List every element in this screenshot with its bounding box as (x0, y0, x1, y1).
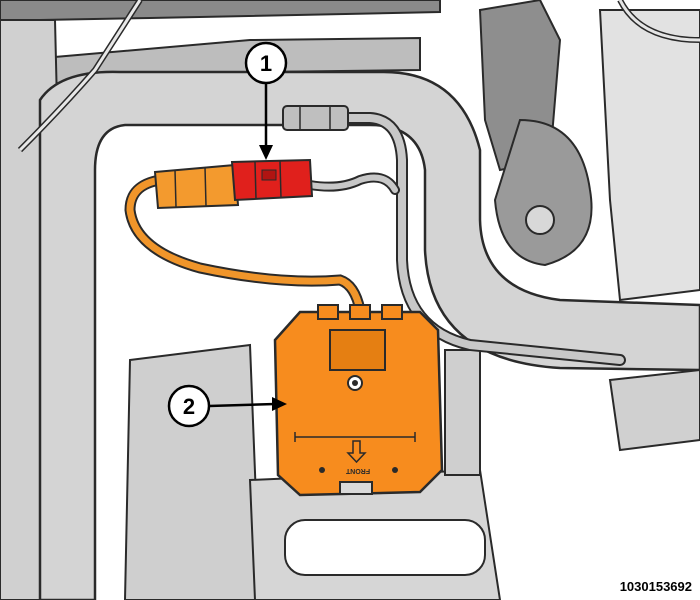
gray-inline-connector (282, 105, 349, 131)
front-arrow-icon (346, 440, 367, 464)
recliner-pivot (525, 205, 555, 235)
callout-2-arrow-icon (272, 397, 287, 411)
module-tab (349, 304, 371, 320)
callout-1: 1 (244, 41, 288, 160)
module-tab (317, 304, 339, 320)
orange-harness (126, 176, 364, 314)
lower-slot (284, 519, 486, 576)
module-tab (381, 304, 403, 320)
figure-id: 1030153692 (619, 579, 692, 594)
top-frame-shadow (0, 0, 441, 24)
callout-2-leader (208, 402, 276, 408)
right-lower-bracket (608, 368, 700, 452)
seat-module: FRONT (273, 304, 444, 497)
callout-1-arrow-icon (259, 145, 273, 160)
callout-2-number: 2 (183, 394, 195, 419)
connector-lock-tab (261, 169, 277, 181)
front-label: FRONT (345, 467, 370, 474)
callout-1-number: 1 (260, 51, 272, 76)
inner-plate-left (123, 343, 262, 600)
module-clip (339, 481, 373, 495)
module-housing (273, 310, 444, 497)
callout-2: 2 (167, 384, 287, 428)
recliner-mechanism (493, 118, 593, 267)
right-frame-panel (598, 9, 700, 302)
seat-frame-tube (38, 70, 700, 600)
module-hole (392, 467, 398, 473)
right-inner-post (444, 349, 481, 476)
module-hole (319, 467, 325, 473)
gray-lead-wire (307, 174, 398, 193)
module-socket (329, 329, 386, 371)
orange-plug (153, 163, 240, 210)
